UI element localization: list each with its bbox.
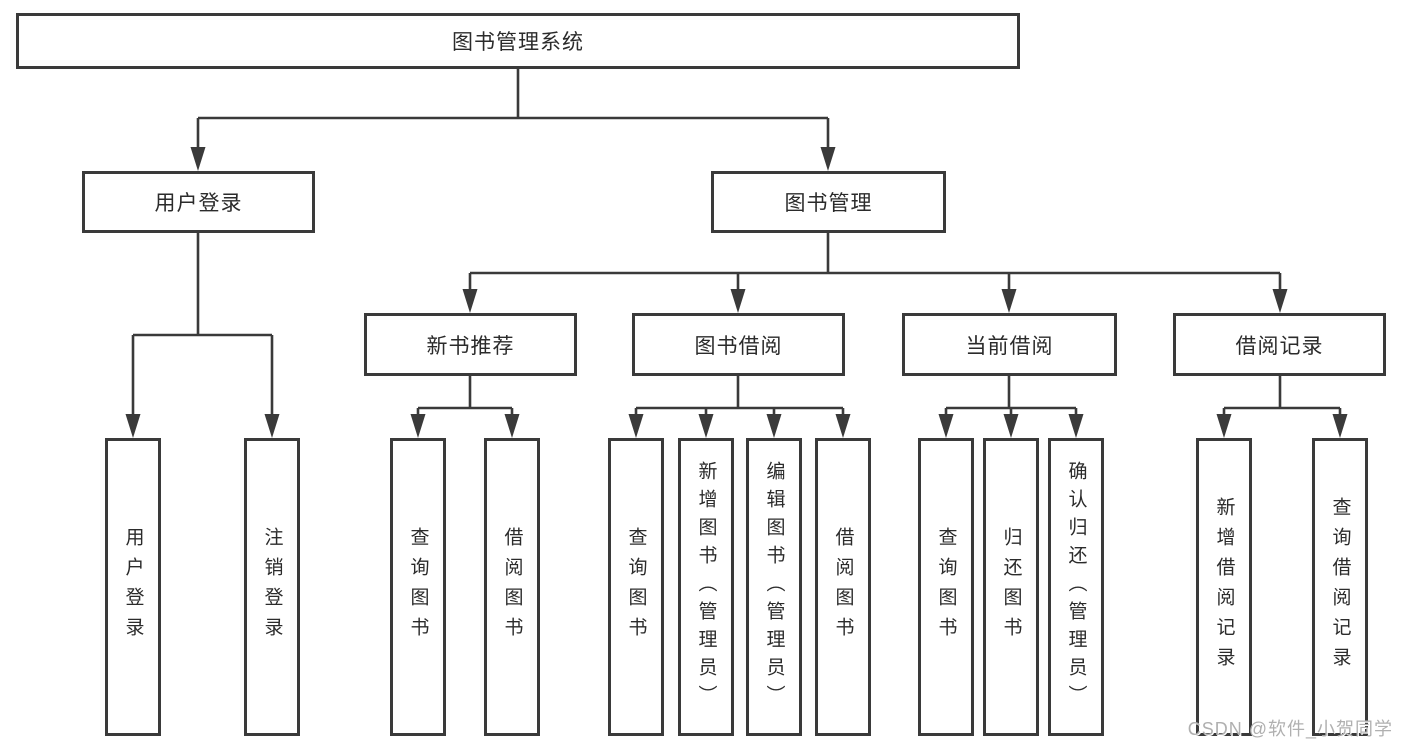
leaf-add-borrow-record: 新增借阅记录 [1196, 438, 1252, 736]
leaf-borrow-books: 借阅图书 [815, 438, 871, 736]
arrow-down-icon [730, 289, 746, 313]
node-book-borrowing: 图书借阅 [632, 313, 845, 376]
arrow-down-icon [1068, 414, 1084, 438]
node-label: 查询图书 [935, 527, 957, 647]
node-label: 图书管理系统 [452, 31, 584, 54]
node-label: 当前借阅 [965, 334, 1054, 358]
node-label: 借阅图书 [501, 527, 523, 647]
node-label: 借阅记录 [1235, 334, 1324, 358]
node-label: 查询借阅记录 [1329, 497, 1351, 677]
arrow-down-icon [1272, 289, 1288, 313]
node-library-management-system: 图书管理系统 [16, 13, 1020, 69]
node-book-management: 图书管理 [711, 171, 946, 233]
arrow-down-icon [1001, 289, 1017, 313]
leaf-add-books-admin: 新增图书（管理员） [678, 438, 734, 736]
arrow-down-icon [820, 147, 836, 171]
node-label: 新书推荐 [426, 334, 515, 358]
leaf-borrow-books-recommend: 借阅图书 [484, 438, 540, 736]
node-label: 图书管理 [784, 192, 873, 215]
arrow-down-icon [938, 414, 954, 438]
node-label: 新增借阅记录 [1213, 497, 1235, 677]
node-new-book-recommendation: 新书推荐 [364, 313, 577, 376]
node-current-borrowing: 当前借阅 [902, 313, 1117, 376]
leaf-query-books-current: 查询图书 [918, 438, 974, 736]
node-label: 查询图书 [407, 527, 429, 647]
arrow-down-icon [1003, 414, 1019, 438]
node-user-login: 用户登录 [82, 171, 315, 233]
arrow-down-icon [504, 414, 520, 438]
leaf-confirm-return-admin: 确认归还（管理员） [1048, 438, 1104, 736]
node-label: 新增图书（管理员） [695, 461, 717, 713]
node-label: 用户登录 [154, 192, 243, 215]
leaf-query-books-recommend: 查询图书 [390, 438, 446, 736]
leaf-edit-books-admin: 编辑图书（管理员） [746, 438, 802, 736]
leaf-query-borrow-record: 查询借阅记录 [1312, 438, 1368, 736]
node-label: 归还图书 [1000, 527, 1022, 647]
leaf-user-login: 用户登录 [105, 438, 161, 736]
leaf-return-books: 归还图书 [983, 438, 1039, 736]
arrow-down-icon [125, 414, 141, 438]
arrow-down-icon [1216, 414, 1232, 438]
arrow-down-icon [835, 414, 851, 438]
leaf-logout: 注销登录 [244, 438, 300, 736]
node-label: 确认归还（管理员） [1065, 461, 1087, 713]
csdn-watermark: CSDN @软件_小贺同学 [1187, 719, 1393, 739]
arrow-down-icon [698, 414, 714, 438]
arrow-down-icon [1332, 414, 1348, 438]
node-label: 借阅图书 [832, 527, 854, 647]
arrow-down-icon [462, 289, 478, 313]
arrow-down-icon [628, 414, 644, 438]
node-label: 用户登录 [122, 527, 144, 647]
node-borrowing-records: 借阅记录 [1173, 313, 1386, 376]
leaf-query-books-borrow: 查询图书 [608, 438, 664, 736]
node-label: 图书借阅 [694, 334, 783, 358]
arrow-down-icon [264, 414, 280, 438]
arrow-down-icon [766, 414, 782, 438]
node-label: 查询图书 [625, 527, 647, 647]
node-label: 注销登录 [261, 527, 283, 647]
arrow-down-icon [410, 414, 426, 438]
node-label: 编辑图书（管理员） [763, 461, 785, 713]
arrow-down-icon [190, 147, 206, 171]
